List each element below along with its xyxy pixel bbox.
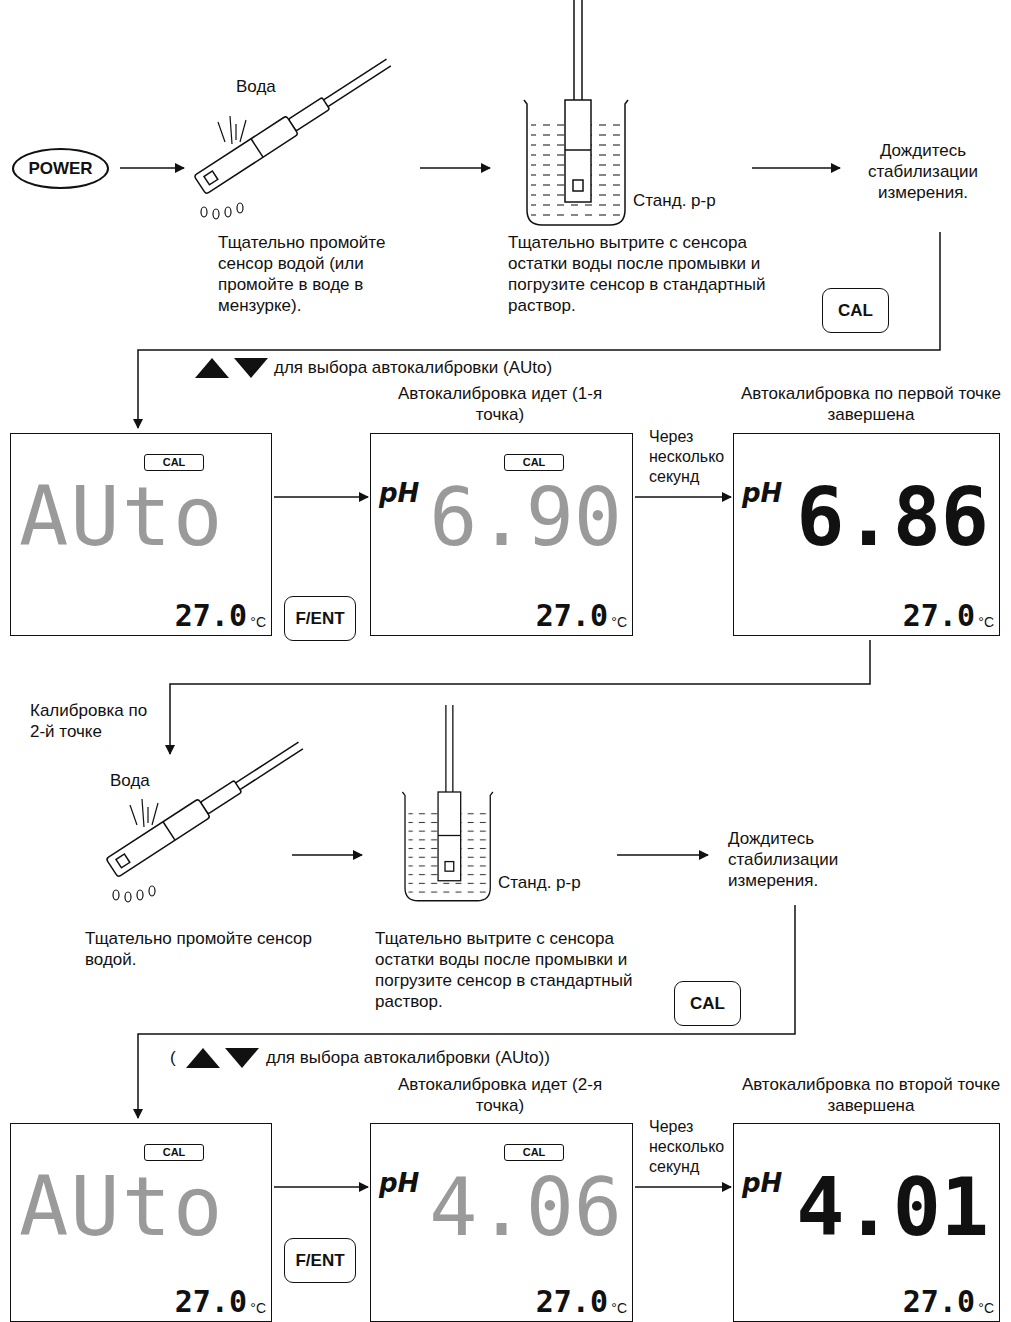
flow-connector [274, 496, 368, 498]
cal-indicator: CAL [144, 454, 204, 471]
flow-connector [635, 496, 731, 498]
button-label: POWER [28, 159, 92, 179]
up-key [186, 1048, 220, 1068]
button-label: CAL [690, 994, 725, 1014]
button-label: F/ENT [295, 1251, 344, 1271]
ph-value: 4.06 [429, 1168, 622, 1248]
temperature-value: 27.0 [175, 1287, 247, 1317]
step-note: Тщательно промойте сенсор водой (или про… [218, 232, 418, 316]
step-note: Дождитесь стабилизации измерения. [728, 828, 878, 891]
step-note: Тщательно вытрите с сенсора остатки воды… [508, 232, 808, 316]
edge-label: Через несколько секунд [649, 1117, 717, 1177]
water-label: Вода [110, 770, 170, 791]
down-key [225, 1048, 259, 1068]
flow-arrow [292, 854, 362, 856]
temperature-value: 27.0 [536, 601, 608, 631]
ph-value: 6.86 [796, 478, 989, 558]
solution-label: Станд. р-р [498, 872, 608, 893]
unit-label: pH [379, 1170, 419, 1196]
flow-arrow [170, 640, 870, 754]
screen-heading: Автокалибровка по второй точке завершена [740, 1074, 1002, 1116]
edge-label: Через несколько секунд [649, 427, 717, 487]
cal-indicator: CAL [504, 454, 564, 471]
screen-heading: Автокалибровка идет (2-я точка) [385, 1074, 615, 1116]
step-note: Дождитесь стабилизации измерения. [848, 140, 998, 203]
mode-display: AUto [19, 1166, 224, 1248]
flow-arrow [120, 167, 184, 169]
step-note: Тщательно вытрите с сенсора остатки воды… [375, 928, 675, 1012]
flow-connector [635, 1186, 731, 1188]
temperature-unit: °C [978, 615, 994, 629]
solution-label: Станд. р-р [633, 190, 743, 211]
rinse-illustration [194, 53, 395, 219]
lcd-screen: pH 4.06 27.0°C CAL [370, 1123, 633, 1322]
unit-label: pH [379, 480, 419, 506]
lcd-screen: pH 6.90 27.0°C CAL [370, 433, 633, 636]
temperature-unit: °C [611, 1301, 627, 1315]
water-label: Вода [236, 76, 296, 97]
button-label: CAL [838, 301, 873, 321]
flow-connector [274, 1186, 368, 1188]
cal-button: CAL [822, 288, 889, 333]
lcd-screen: AUto 27.0°C CAL [10, 1123, 272, 1322]
step-note: Тщательно промойте сенсор водой. [85, 928, 325, 970]
bracket: ( [170, 1047, 184, 1068]
screen-heading: Автокалибровка идет (1-я точка) [385, 383, 615, 425]
lcd-screen: pH 4.01 27.0°C [733, 1123, 1000, 1322]
beaker-illustration [524, 0, 628, 225]
rinse-illustration [106, 736, 307, 902]
flow-arrow [752, 167, 840, 169]
fent-button: F/ENT [284, 1238, 356, 1283]
unit-label: pH [742, 1170, 782, 1196]
fent-button: F/ENT [284, 596, 356, 641]
indicator-label: CAL [523, 456, 546, 469]
key-note: для выбора автокалибровки (AUto) [274, 357, 604, 378]
button-label: F/ENT [295, 609, 344, 629]
flow-arrow [617, 854, 708, 856]
power-button: POWER [12, 148, 109, 189]
mode-display: AUto [19, 476, 224, 558]
screen-heading: Автокалибровка по первой точке завершена [740, 383, 1002, 425]
temperature-unit: °C [978, 1301, 994, 1315]
temperature-value: 27.0 [175, 601, 247, 631]
flow-arrow [420, 167, 490, 169]
temperature-value: 27.0 [536, 1287, 608, 1317]
beaker-illustration [402, 705, 492, 901]
temperature-unit: °C [250, 615, 266, 629]
step-note: Калибровка по 2-й точке [30, 700, 165, 742]
indicator-label: CAL [523, 1146, 546, 1159]
key-note: для выбора автокалибровки (AUto)) [266, 1047, 606, 1068]
temperature-unit: °C [611, 615, 627, 629]
indicator-label: CAL [163, 456, 186, 469]
lcd-screen: AUto 27.0°C CAL [10, 433, 272, 636]
ph-value: 4.01 [796, 1168, 989, 1248]
cal-indicator: CAL [504, 1144, 564, 1161]
indicator-label: CAL [163, 1146, 186, 1159]
temperature-value: 27.0 [903, 601, 975, 631]
temperature-unit: °C [250, 1301, 266, 1315]
up-key [195, 358, 229, 378]
cal-indicator: CAL [144, 1144, 204, 1161]
cal-button: CAL [674, 981, 741, 1026]
lcd-screen: pH 6.86 27.0°C [733, 433, 1000, 636]
temperature-value: 27.0 [903, 1287, 975, 1317]
ph-value: 6.90 [429, 478, 622, 558]
flow-arrows [120, 168, 940, 1118]
down-key [234, 358, 268, 378]
unit-label: pH [742, 480, 782, 506]
